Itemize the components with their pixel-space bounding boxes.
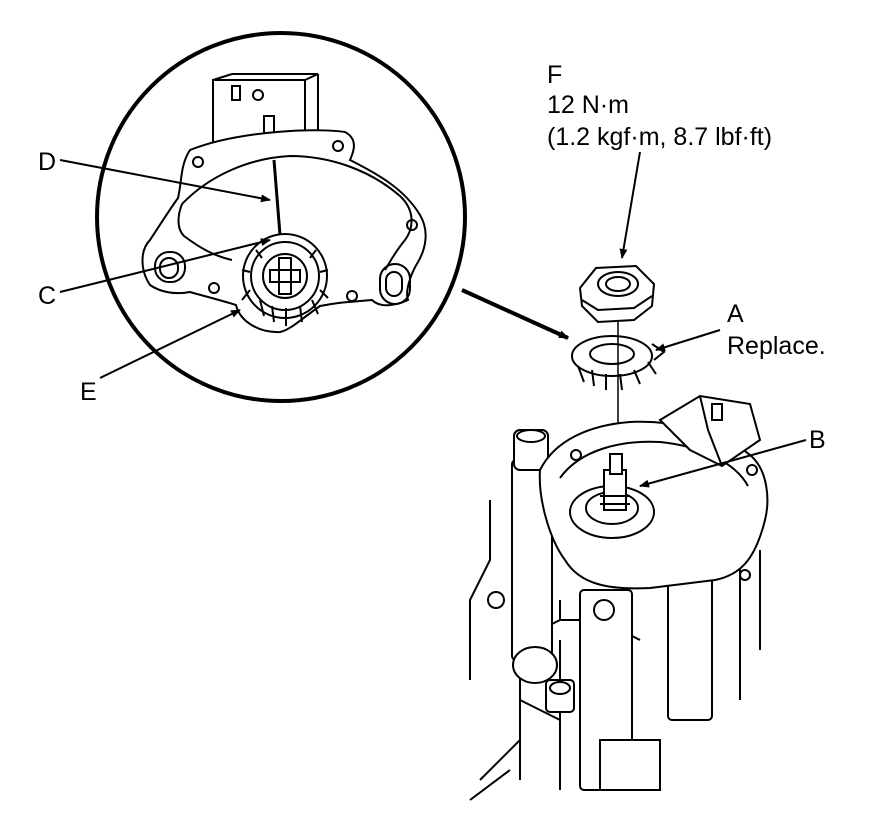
sensor-housing [141, 129, 427, 334]
label-f: F [547, 61, 562, 89]
label-a-note: Replace. [727, 332, 826, 360]
label-f-torque-alt: (1.2 kgf·m, 8.7 lbf·ft) [547, 123, 772, 151]
sensor-rotor [241, 233, 329, 326]
leader-c [59, 238, 271, 293]
leader-detail-to-assembly [461, 288, 569, 340]
leader-a [655, 329, 721, 352]
leader-f [619, 151, 641, 259]
leader-d [59, 159, 271, 203]
leader-e [99, 309, 241, 379]
detail-circle [95, 31, 467, 403]
label-f-torque-nm: 12 N·m [547, 91, 629, 119]
lock-washer [571, 335, 666, 391]
label-b: B [809, 426, 826, 454]
label-d: D [38, 148, 56, 176]
transmission-assembly [469, 394, 769, 801]
label-c: C [38, 282, 56, 310]
label-e: E [80, 378, 97, 406]
alignment-mark [272, 159, 282, 236]
label-a: A [727, 300, 744, 328]
nut [578, 264, 656, 324]
leader-b [639, 439, 807, 488]
